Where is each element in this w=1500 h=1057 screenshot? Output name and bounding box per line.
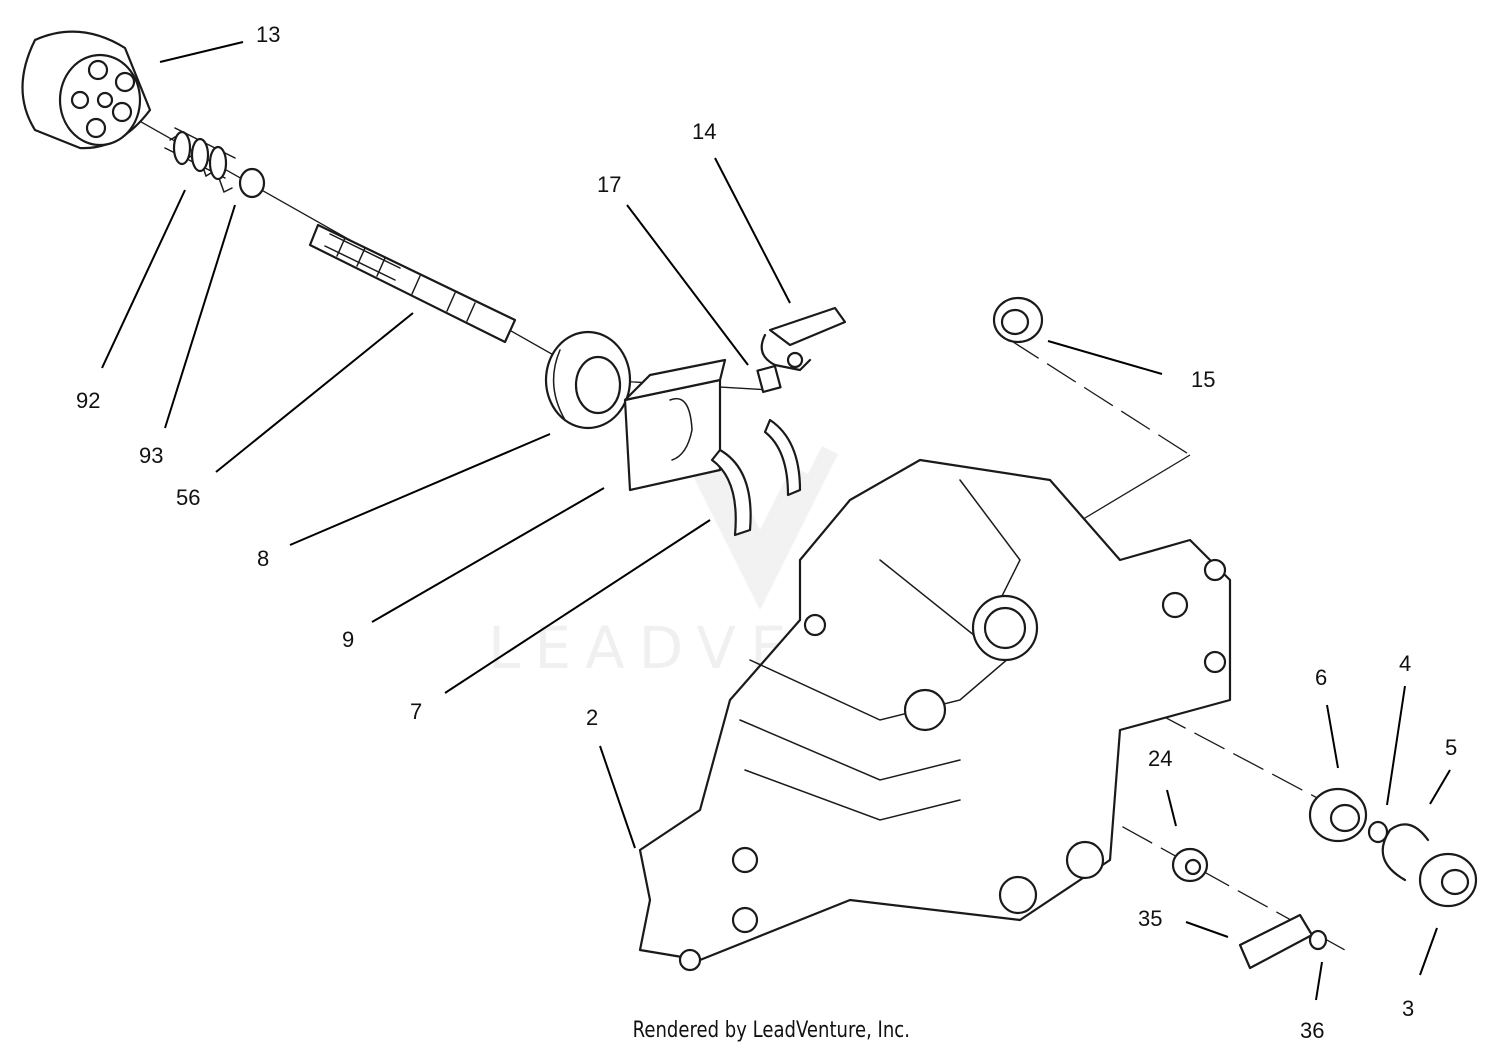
footer-text: Rendered by LeadVenture, Inc. bbox=[632, 1018, 910, 1043]
part-4-ring[interactable] bbox=[1367, 820, 1389, 844]
callout-92: 92 bbox=[76, 388, 100, 413]
callout-8: 8 bbox=[257, 546, 269, 571]
callout-5: 5 bbox=[1445, 735, 1457, 760]
part-9-swashplate[interactable] bbox=[623, 358, 727, 492]
callout-17: 17 bbox=[597, 172, 621, 197]
part-35-plate[interactable] bbox=[1238, 913, 1314, 970]
callout-56: 56 bbox=[176, 485, 200, 510]
callout-7: 7 bbox=[410, 699, 422, 724]
part-17-key[interactable] bbox=[756, 364, 782, 394]
callout-24: 24 bbox=[1148, 746, 1172, 771]
callout-4: 4 bbox=[1399, 651, 1411, 676]
part-92-spring[interactable] bbox=[164, 127, 236, 194]
leader-lines bbox=[101, 41, 1451, 1001]
part-3-seal[interactable] bbox=[1418, 852, 1478, 908]
callout-15: 15 bbox=[1191, 367, 1215, 392]
part-8-bearing[interactable] bbox=[544, 330, 632, 430]
part-2-housing[interactable] bbox=[638, 458, 1232, 972]
part-13-cylinder-block[interactable] bbox=[21, 30, 152, 150]
part-24-washer[interactable] bbox=[1171, 847, 1209, 883]
part-5-snap-ring[interactable] bbox=[1381, 823, 1430, 882]
callout-3: 3 bbox=[1402, 996, 1414, 1021]
callout-35: 35 bbox=[1138, 906, 1162, 931]
callout-6: 6 bbox=[1315, 665, 1327, 690]
callout-labels: 13 92 93 56 8 9 7 17 14 15 2 6 4 5 24 35… bbox=[76, 22, 1457, 1043]
callout-14: 14 bbox=[692, 119, 716, 144]
footer-credit: Rendered by LeadVenture, Inc. bbox=[135, 1018, 1365, 1043]
callout-93: 93 bbox=[139, 443, 163, 468]
callout-13: 13 bbox=[256, 22, 280, 47]
callout-9: 9 bbox=[342, 627, 354, 652]
part-56-shaft[interactable] bbox=[308, 223, 517, 344]
callout-2: 2 bbox=[586, 705, 598, 730]
part-36-clip[interactable] bbox=[1308, 929, 1328, 951]
part-93-washer[interactable] bbox=[238, 167, 266, 199]
part-6-bearing[interactable] bbox=[1308, 787, 1368, 843]
part-7-cradle-bearings[interactable] bbox=[710, 418, 802, 537]
callout-36: 36 bbox=[1300, 1018, 1324, 1043]
part-15-seal[interactable] bbox=[992, 296, 1044, 344]
part-14-control-arm[interactable] bbox=[760, 306, 847, 372]
